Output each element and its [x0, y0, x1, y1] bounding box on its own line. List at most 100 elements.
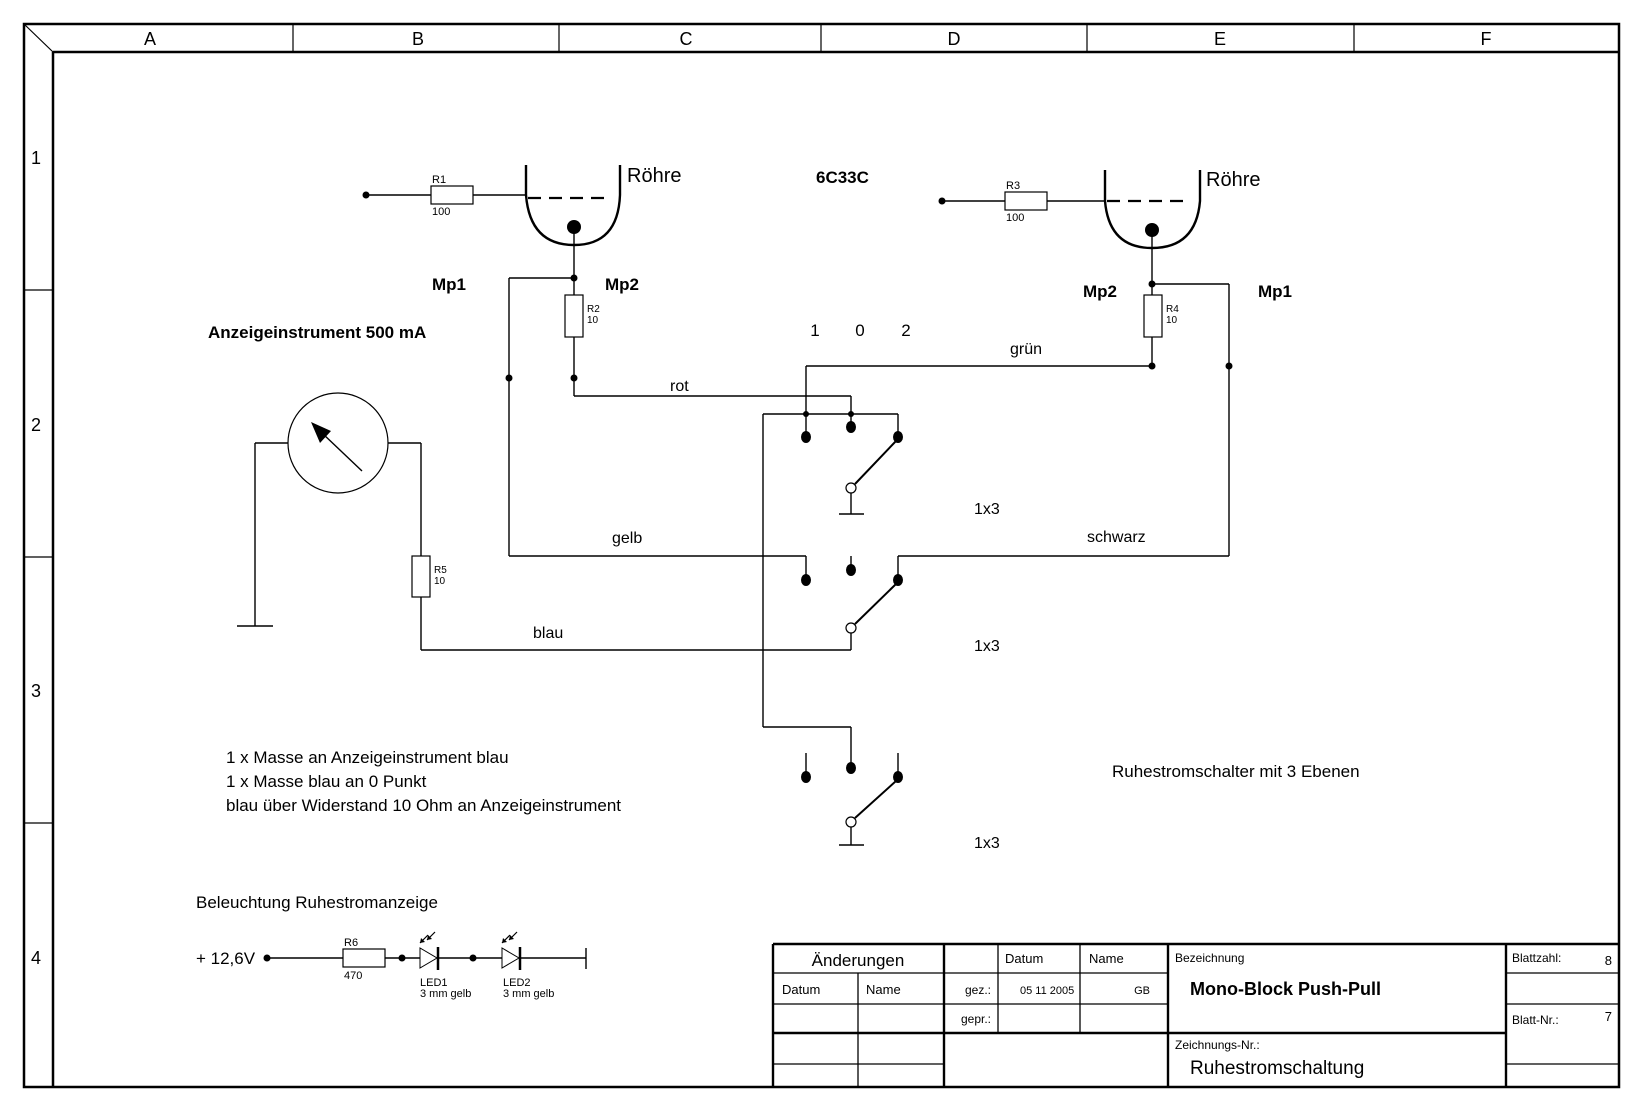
gez-datum: 05 11 2005 — [1020, 985, 1074, 997]
switch-contact — [893, 431, 903, 443]
supply-label: + 12,6V — [196, 949, 256, 968]
switch-contact — [893, 771, 903, 783]
switch-deck-1: 1x3 — [762, 366, 1000, 727]
node — [469, 954, 477, 962]
switch-wiper — [854, 583, 897, 625]
row-label: 4 — [31, 948, 41, 968]
switch-wiper — [854, 780, 897, 819]
led-desc: 3 mm gelb — [503, 988, 554, 1000]
resistor-value: 100 — [432, 206, 450, 218]
row-label: 2 — [31, 415, 41, 435]
resistor-value: 10 — [434, 576, 446, 587]
resistor-r3 — [1004, 191, 1048, 211]
column-label: B — [412, 29, 424, 49]
drawing-frame: A B C D E F 1 2 3 4 — [22, 22, 1621, 1089]
resistor-name: R5 — [434, 565, 447, 576]
note-line: 1 x Masse blau an 0 Punkt — [226, 772, 427, 791]
gepr-label: gepr.: — [961, 1012, 991, 1026]
gez-name: GB — [1134, 985, 1150, 997]
resistor-value: 100 — [1006, 212, 1024, 224]
resistor-r6 — [342, 948, 386, 968]
column-label: C — [680, 29, 693, 49]
resistor-r1 — [430, 185, 474, 205]
led-ray-head — [502, 938, 507, 943]
switch-deck-3: 1x3 — [763, 726, 1000, 852]
blattzahl-value: 8 — [1605, 953, 1612, 968]
note-line: blau über Widerstand 10 Ohm an Anzeigein… — [226, 796, 621, 815]
resistor-r2 — [564, 294, 584, 338]
switch-contact — [801, 431, 811, 443]
datum-header: Datum — [1005, 951, 1043, 966]
gez-label: gez.: — [965, 983, 991, 997]
lighting-circuit: Beleuchtung Ruhestromanzeige + 12,6V R6 … — [196, 893, 587, 1000]
resistor-value: 470 — [344, 970, 362, 982]
switch-title: Ruhestromschalter mit 3 Ebenen — [1112, 762, 1360, 781]
led-ray-head — [509, 935, 514, 940]
led-ray-head — [420, 938, 425, 943]
row-label: 1 — [31, 148, 41, 168]
resistor-name: R3 — [1006, 180, 1020, 192]
corner-diagonal — [23, 23, 54, 53]
tube-label: Röhre — [627, 165, 681, 187]
col-datum: Datum — [782, 982, 820, 997]
switch-deck-label: 1x3 — [974, 638, 1000, 655]
measure-point-label: Mp1 — [1258, 282, 1292, 301]
wire-label-gelb: gelb — [612, 530, 642, 547]
node — [1225, 362, 1233, 370]
name-header: Name — [1089, 951, 1124, 966]
right-tube-stage: R3 100 Röhre Mp2 Mp1 R4 10 grün — [806, 169, 1292, 556]
switch-pivot — [845, 816, 857, 828]
blattzahl-label: Blattzahl: — [1512, 951, 1561, 965]
switch-contact — [801, 574, 811, 586]
switch-contact — [846, 762, 856, 774]
notes: 1 x Masse an Anzeigeinstrument blau 1 x … — [226, 748, 621, 815]
switch-position-label: 0 — [855, 321, 864, 340]
aenderungen-header: Änderungen — [812, 951, 905, 970]
column-label: F — [1481, 29, 1492, 49]
switch-contact — [846, 564, 856, 576]
switch-contact — [893, 574, 903, 586]
tube-label: Röhre — [1206, 169, 1260, 191]
column-label: E — [1214, 29, 1226, 49]
resistor-name: R2 — [587, 304, 600, 315]
led2-icon — [501, 947, 520, 969]
node — [398, 954, 406, 962]
measure-point-label: Mp2 — [1083, 282, 1117, 301]
measure-point-label: Mp2 — [605, 275, 639, 294]
node — [570, 374, 578, 382]
blatt-nr-value: 7 — [1605, 1009, 1612, 1024]
resistor-name: R6 — [344, 937, 358, 949]
col-name: Name — [866, 982, 901, 997]
row-label: 3 — [31, 681, 41, 701]
led1-icon — [419, 947, 438, 969]
resistor-name: R1 — [432, 174, 446, 186]
drawing-number: Ruhestromschaltung — [1190, 1058, 1364, 1079]
resistor-name: R4 — [1166, 304, 1179, 315]
led-ray-head — [427, 935, 432, 940]
resistor-value: 10 — [1166, 315, 1178, 326]
wire-label-gruen: grün — [1010, 341, 1042, 358]
switch-contact — [801, 771, 811, 783]
wire-label-blau: blau — [533, 625, 563, 642]
note-line: 1 x Masse an Anzeigeinstrument blau — [226, 748, 509, 767]
led-desc: 3 mm gelb — [420, 988, 471, 1000]
switch-pivot — [845, 622, 857, 634]
node — [848, 411, 854, 417]
left-tube-stage: R1 100 Röhre Mp1 Mp2 R2 10 rot — [362, 165, 851, 556]
blatt-nr-label: Blatt-Nr.: — [1512, 1013, 1559, 1027]
resistor-r5 — [411, 555, 431, 598]
node — [505, 374, 513, 382]
meter-needle — [321, 432, 363, 472]
switch-deck-label: 1x3 — [974, 501, 1000, 518]
switch-pivot — [845, 482, 857, 494]
led-name: LED1 — [420, 977, 448, 989]
ammeter-icon — [287, 392, 389, 494]
title-block: Änderungen Datum Name Datum Name gez.: 0… — [771, 942, 1619, 1087]
switch-deck-label: 1x3 — [974, 835, 1000, 852]
switch-contact — [846, 421, 856, 433]
resistor-value: 10 — [587, 315, 599, 326]
switch-wiper — [854, 440, 897, 485]
drawing-title: Mono-Block Push-Pull — [1190, 979, 1381, 999]
node — [803, 411, 809, 417]
lighting-title: Beleuchtung Ruhestromanzeige — [196, 893, 438, 912]
